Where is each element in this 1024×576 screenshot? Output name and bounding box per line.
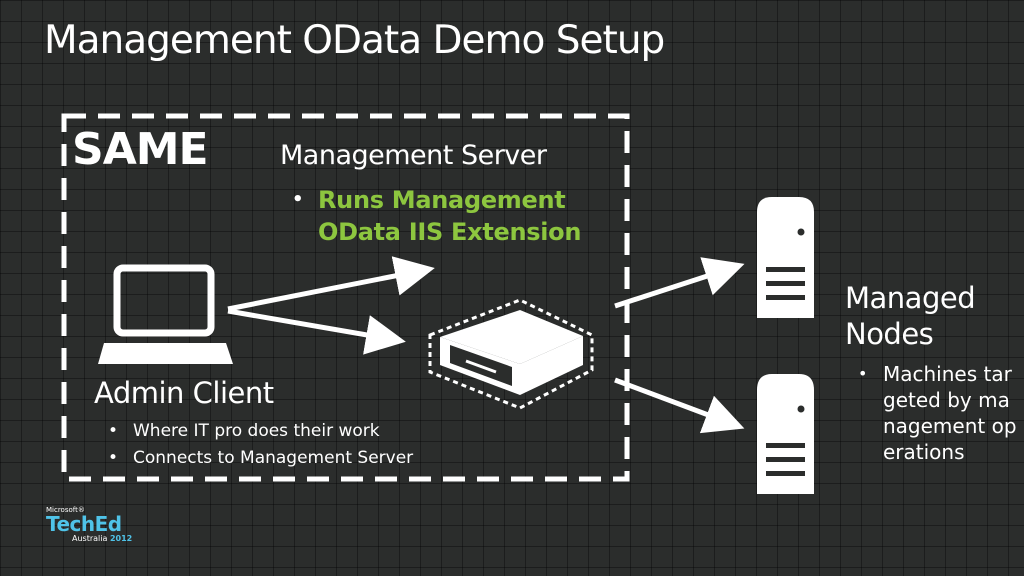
teched-logo: Microsoft® TechEd Australia 2012 xyxy=(46,506,132,543)
page-title: Management OData Demo Setup xyxy=(44,18,665,63)
laptop-icon xyxy=(98,264,233,364)
list-item: Connects to Management Server xyxy=(108,445,413,472)
server-title: Management Server xyxy=(280,140,547,171)
server-appliance-icon xyxy=(428,298,594,410)
nodes-bullets: Machines targeted by management operatio… xyxy=(858,361,1018,465)
logo-subtitle: Australia 2012 xyxy=(46,534,132,543)
arrow-server-to-node-top xyxy=(614,257,745,309)
list-item: Where IT pro does their work xyxy=(108,418,413,445)
arrow-client-to-server xyxy=(227,308,406,355)
arrow-server-to-node-bottom xyxy=(614,377,745,434)
admin-client-title: Admin Client xyxy=(94,376,274,410)
tower-server-icon xyxy=(757,374,814,494)
logo-brand: Microsoft® xyxy=(46,506,85,514)
managed-nodes-title: Managed Nodes xyxy=(845,281,976,351)
list-item: Runs Management OData IIS Extension xyxy=(292,184,602,248)
server-bullets: Runs Management OData IIS Extension xyxy=(292,184,602,248)
same-label: SAME xyxy=(72,124,209,175)
same-machine-boundary xyxy=(61,113,630,482)
admin-bullets: Where IT pro does their work Connects to… xyxy=(108,418,413,472)
logo-name: TechEd xyxy=(46,512,122,536)
logo-region: Australia xyxy=(72,534,108,543)
logo-year: 2012 xyxy=(109,534,133,543)
tower-server-icon xyxy=(757,197,814,318)
arrow-client-to-server-top xyxy=(227,256,435,312)
list-item: Machines targeted by management operatio… xyxy=(858,361,1018,465)
